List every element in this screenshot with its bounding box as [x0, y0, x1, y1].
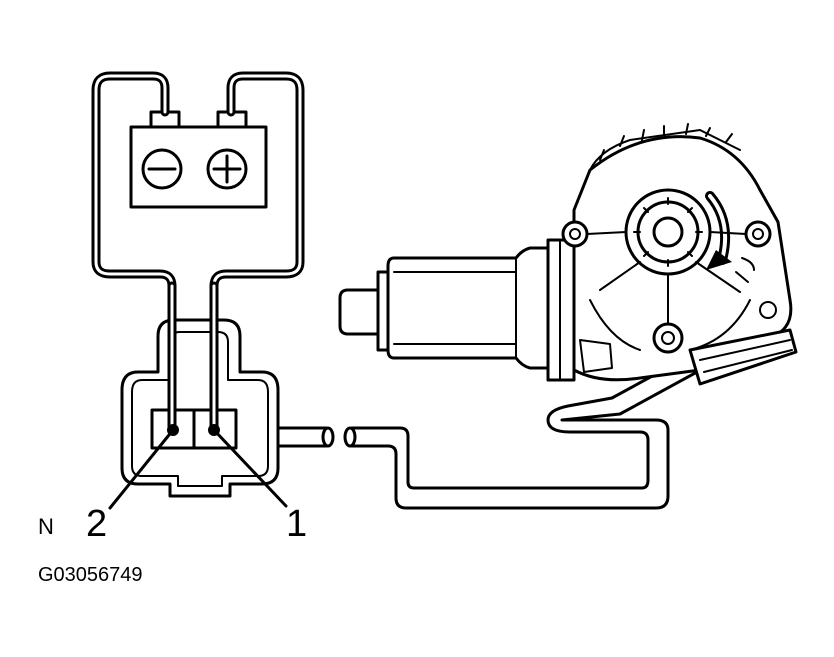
plus-icon	[206, 148, 248, 190]
terminal-2-leader	[108, 428, 175, 510]
minus-icon	[141, 148, 183, 190]
rotation-arrow-icon	[706, 250, 732, 270]
figure-code-label: G03056749	[38, 564, 143, 586]
battery	[129, 110, 268, 209]
negative-lead	[91, 71, 177, 433]
motor-harness	[343, 348, 710, 510]
terminal-1-leader	[212, 428, 288, 508]
terminal-2-label: 2	[86, 503, 108, 545]
view-marker-label: N	[38, 514, 54, 539]
positive-lead	[209, 71, 305, 433]
terminal-1-label: 1	[286, 503, 308, 545]
wiper-motor	[338, 123, 798, 386]
connector	[120, 318, 335, 498]
